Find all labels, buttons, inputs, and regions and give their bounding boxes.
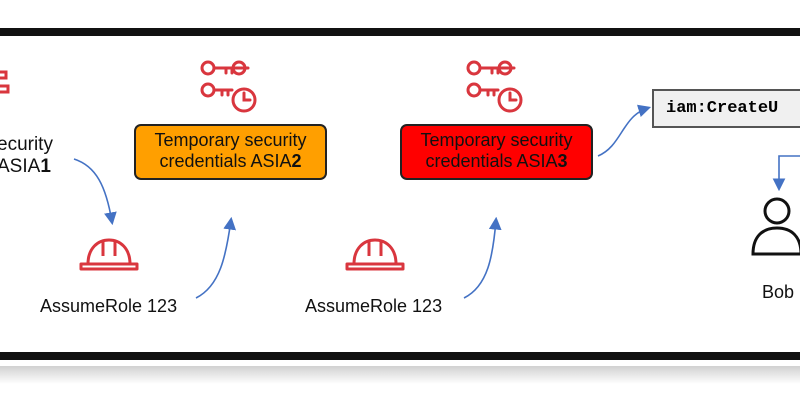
arrow-assumerole-to-asia3	[463, 216, 502, 299]
credentials-box-line1: Temporary security	[154, 130, 307, 150]
user-label: Bob	[762, 282, 795, 302]
arrow-asia3-to-command	[597, 104, 652, 157]
connector-arrows	[73, 104, 800, 299]
iam-command-box: iam:CreateU	[652, 89, 800, 128]
arrow-asia1-to-assumerole	[73, 158, 117, 226]
hard-hat-icon	[345, 238, 405, 271]
diagram-frame	[0, 28, 800, 360]
credentials-box-asia2: Temporary security credentials ASIA2	[134, 124, 327, 180]
credentials-box-line2: credentials ASIA2	[159, 151, 302, 172]
credentials-box-line2: credentials ASIA3	[425, 151, 568, 172]
arrow-command-to-user	[772, 155, 800, 192]
credentials-box-asia3: Temporary security credentials ASIA3	[400, 124, 593, 180]
left-credentials-line1: ecurity	[0, 134, 53, 155]
left-credentials-label: ecurity ASIA1	[0, 134, 53, 178]
iam-command-text: iam:CreateU	[666, 99, 779, 118]
frame-shadow	[0, 366, 800, 384]
keys-clock-icon	[200, 60, 257, 113]
credentials-box-line1: Temporary security	[420, 130, 573, 150]
partial-user-icon	[0, 70, 10, 94]
assume-role-label: AssumeRole 123	[40, 296, 178, 316]
assume-role-label: AssumeRole 123	[305, 296, 443, 316]
keys-clock-icon	[466, 60, 523, 113]
arrow-assumerole-to-asia2	[195, 216, 237, 299]
hard-hat-icon	[79, 238, 139, 271]
diagram-canvas: ecurity ASIA1 Temporary security credent…	[0, 36, 800, 352]
left-credentials-line2: ASIA1	[0, 155, 51, 177]
